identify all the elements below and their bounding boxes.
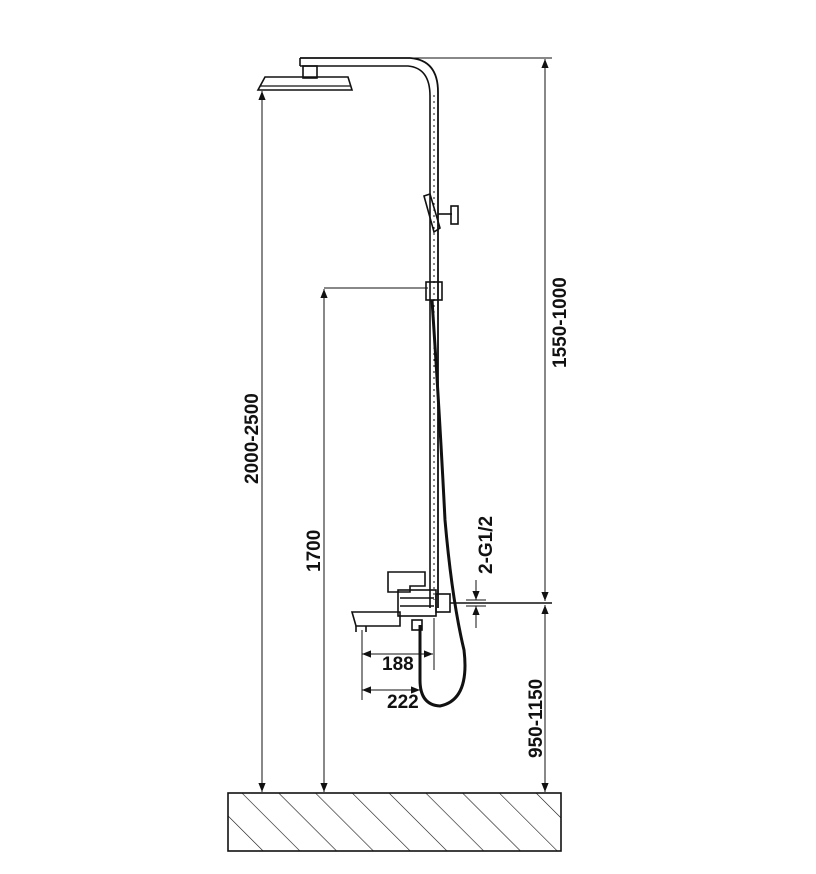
shower-head bbox=[256, 65, 354, 91]
label-mixer-height: 950-1150 bbox=[526, 679, 547, 758]
label-spout-188: 188 bbox=[382, 654, 414, 675]
dim-shower-arm-height bbox=[320, 287, 428, 792]
hose bbox=[418, 299, 467, 708]
dim-inlet bbox=[466, 580, 486, 628]
shower-column bbox=[299, 57, 439, 608]
dim-column-span bbox=[410, 57, 552, 601]
spout bbox=[350, 611, 423, 632]
label-spout-222: 222 bbox=[387, 692, 419, 713]
label-shower-arm-height: 1700 bbox=[304, 530, 325, 572]
dim-spout-projection bbox=[361, 618, 435, 700]
hand-shower bbox=[423, 192, 459, 301]
label-inlet: 2-G1/2 bbox=[476, 516, 497, 574]
floor-hatch bbox=[227, 792, 562, 852]
label-column-span: 1550-1000 bbox=[550, 277, 571, 368]
label-total-height: 2000-2500 bbox=[242, 393, 263, 484]
mixer bbox=[387, 571, 451, 617]
